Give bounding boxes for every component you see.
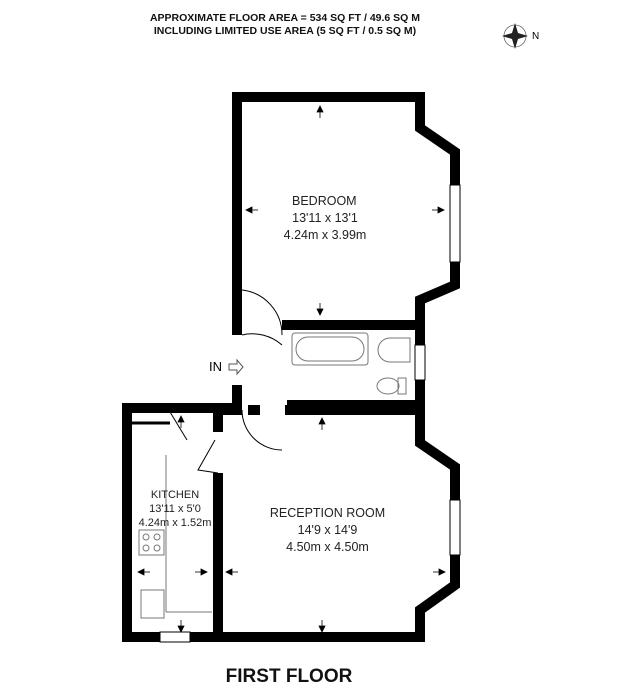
floor-title: FIRST FLOOR xyxy=(225,666,353,687)
bathtub xyxy=(291,332,369,366)
floor-area-header: APPROXIMATE FLOOR AREA = 534 SQ FT / 49.… xyxy=(120,12,450,38)
dimension-arrows xyxy=(137,105,446,633)
basin xyxy=(377,337,411,363)
room-label-bedroom: BEDROOM 13'11 x 13'1 4.24m x 3.99m xyxy=(270,193,380,244)
hob xyxy=(138,529,165,556)
fixtures xyxy=(138,332,411,619)
room-name: BEDROOM xyxy=(292,194,357,208)
room-size-imperial: 13'11 x 5'0 xyxy=(149,503,201,515)
room-label-kitchen: KITCHEN 13'11 x 5'0 4.24m x 1.52m xyxy=(130,488,220,530)
room-size-metric: 4.24m x 3.99m xyxy=(283,228,367,242)
windows xyxy=(159,184,461,643)
room-size-metric: 4.24m x 1.52m xyxy=(138,517,212,529)
room-label-reception: RECEPTION ROOM 14'9 x 14'9 4.50m x 4.50m xyxy=(250,505,405,556)
doors xyxy=(169,289,283,474)
room-size-imperial: 13'11 x 13'1 xyxy=(292,211,358,225)
room-size-metric: 4.50m x 4.50m xyxy=(286,540,369,554)
room-size-imperial: 14'9 x 14'9 xyxy=(297,523,358,537)
walls xyxy=(122,92,460,642)
compass-rose-icon xyxy=(502,23,528,49)
sink xyxy=(140,589,165,619)
floor-area-line: APPROXIMATE FLOOR AREA = 534 SQ FT / 49.… xyxy=(149,12,421,24)
entry-arrow-icon xyxy=(228,358,244,376)
limited-use-line: INCLUDING LIMITED USE AREA (5 SQ FT / 0.… xyxy=(153,25,417,37)
toilet xyxy=(376,377,400,395)
compass-north-label: N xyxy=(532,31,540,42)
room-name: KITCHEN xyxy=(150,489,200,501)
entrance-label: IN xyxy=(209,359,222,374)
room-name: RECEPTION ROOM xyxy=(269,506,386,520)
